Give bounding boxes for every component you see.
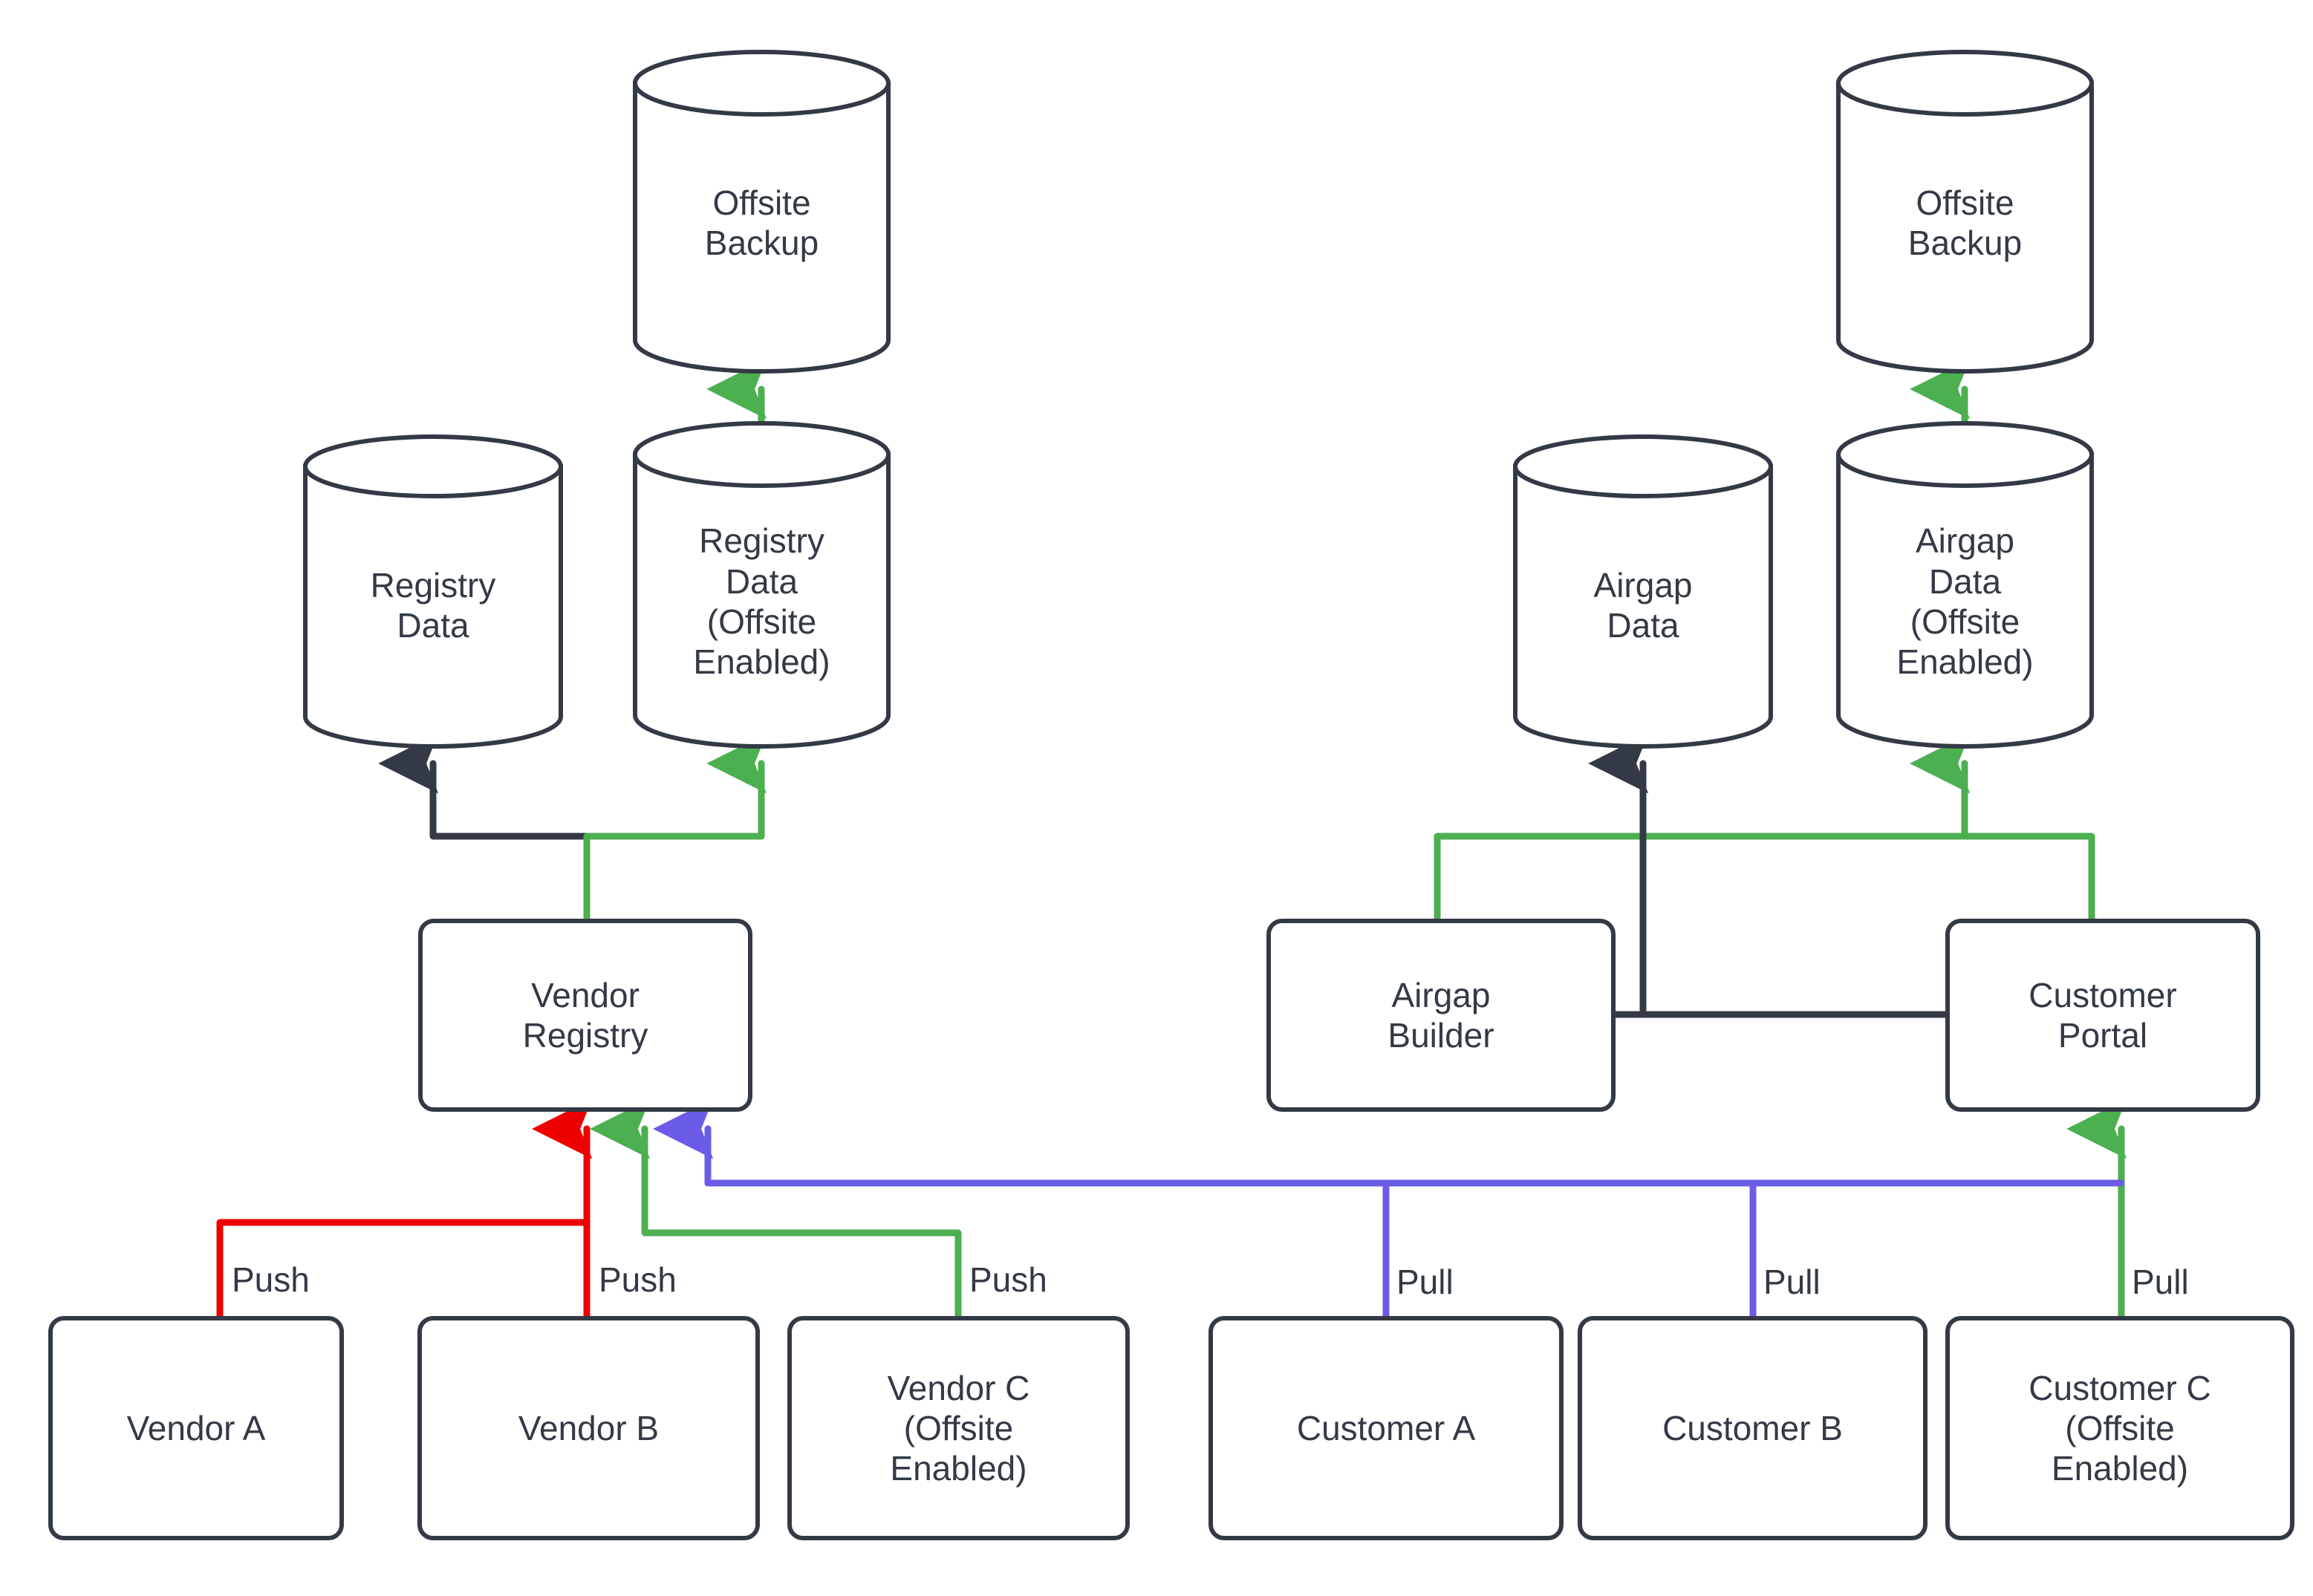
node-customer-b[interactable]: [1578, 1316, 1928, 1540]
edge-airgap-builder-to-airgap-offsite: [1434, 733, 1971, 922]
edge-vendor-c-push: [590, 1098, 962, 1320]
edge-label-push-c: Push: [969, 1260, 1047, 1299]
edge-customer-portal-to-airgap-data: [1588, 733, 1950, 1018]
node-airgap-data[interactable]: [1513, 434, 1773, 749]
edge-vendor-registry-to-registry-data: [378, 733, 591, 922]
edge-label-pull-b: Pull: [1763, 1263, 1821, 1301]
edge-label-push-b: Push: [599, 1260, 677, 1299]
edge-label-pull-c: Pull: [2132, 1263, 2189, 1301]
node-airgap-builder[interactable]: [1266, 919, 1616, 1112]
node-vendor-registry[interactable]: [418, 919, 752, 1112]
node-registry-data[interactable]: [303, 434, 563, 749]
node-airgap-data-offsite[interactable]: [1836, 421, 2094, 749]
node-vendor-b[interactable]: [417, 1316, 760, 1540]
node-customer-a[interactable]: [1208, 1316, 1564, 1540]
node-customer-c[interactable]: [1945, 1316, 2294, 1540]
edge-label-pull-a: Pull: [1396, 1263, 1454, 1301]
edge-customer-b-pull: [653, 1098, 1757, 1320]
node-vendor-c[interactable]: [787, 1316, 1130, 1540]
node-offsite-backup-left[interactable]: [633, 50, 891, 374]
node-registry-data-offsite[interactable]: [633, 421, 891, 749]
node-customer-portal[interactable]: [1945, 919, 2260, 1112]
edge-label-push-a: Push: [232, 1260, 310, 1299]
edge-customer-portal-to-airgap-offsite: [1910, 733, 2095, 922]
edge-vendor-registry-to-registry-data-offsite: [583, 733, 767, 922]
node-offsite-backup-right[interactable]: [1836, 50, 2094, 374]
node-vendor-a[interactable]: [48, 1316, 344, 1540]
